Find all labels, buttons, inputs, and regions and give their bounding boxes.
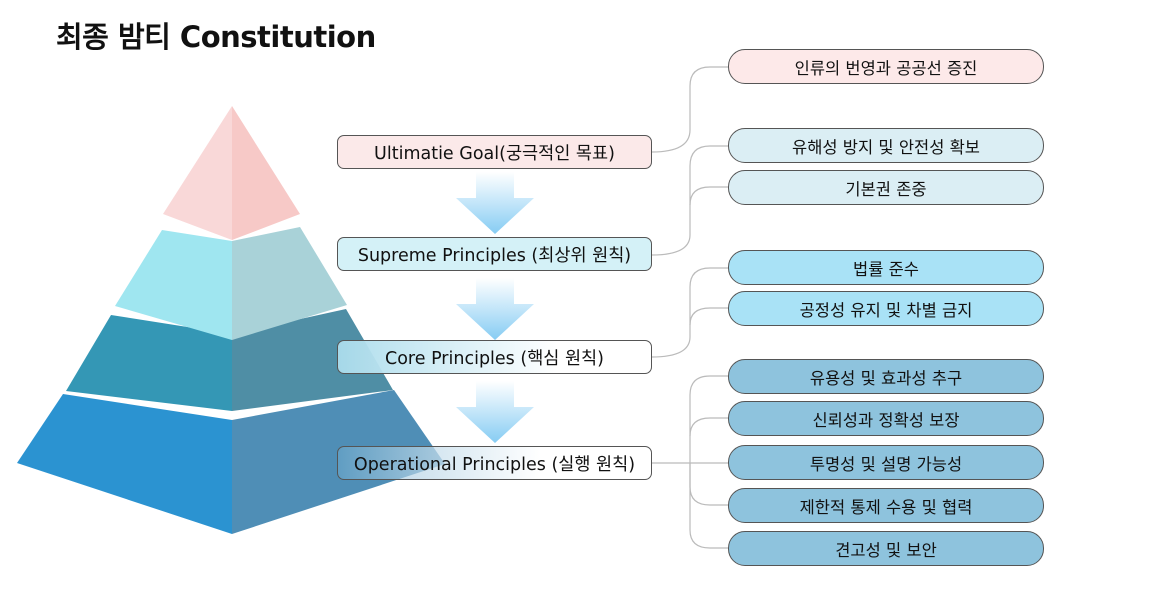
- arrow-down-icon: [456, 172, 534, 234]
- operational-item: 투명성 및 설명 가능성: [728, 445, 1044, 480]
- level-operational-principles: Operational Principles (실행 원칙): [337, 446, 652, 480]
- pyramid-tier-4-left: [17, 394, 232, 534]
- supreme-item: 유해성 방지 및 안전성 확보: [728, 128, 1044, 163]
- goal-item: 인류의 번영과 공공선 증진: [728, 49, 1044, 84]
- level-core-principles: Core Principles (핵심 원칙): [337, 340, 652, 374]
- pyramid-tier-1-left: [163, 106, 232, 240]
- core-item: 공정성 유지 및 차별 금지: [728, 291, 1044, 326]
- pyramid-tier-3-right: [232, 309, 393, 411]
- level-ultimate-goal: Ultimatie Goal(궁극적인 목표): [337, 135, 652, 169]
- operational-item: 제한적 통제 수용 및 협력: [728, 488, 1044, 523]
- operational-item: 신뢰성과 정확성 보장: [728, 401, 1044, 436]
- core-item: 법률 준수: [728, 250, 1044, 285]
- pyramid-tier-2-left: [115, 230, 232, 340]
- supreme-item: 기본권 존중: [728, 170, 1044, 205]
- page-title: 최종 밤티 Constitution: [56, 20, 376, 54]
- pyramid-tier-1-right: [232, 106, 300, 240]
- level-supreme-principles: Supreme Principles (최상위 원칙): [337, 237, 652, 271]
- pyramid-tier-2-right: [232, 227, 347, 340]
- pyramid-tier-3-left: [66, 315, 232, 411]
- operational-item: 유용성 및 효과성 추구: [728, 359, 1044, 394]
- operational-item: 견고성 및 보안: [728, 531, 1044, 566]
- arrow-down-icon: [456, 278, 534, 340]
- arrow-down-icon: [456, 381, 534, 443]
